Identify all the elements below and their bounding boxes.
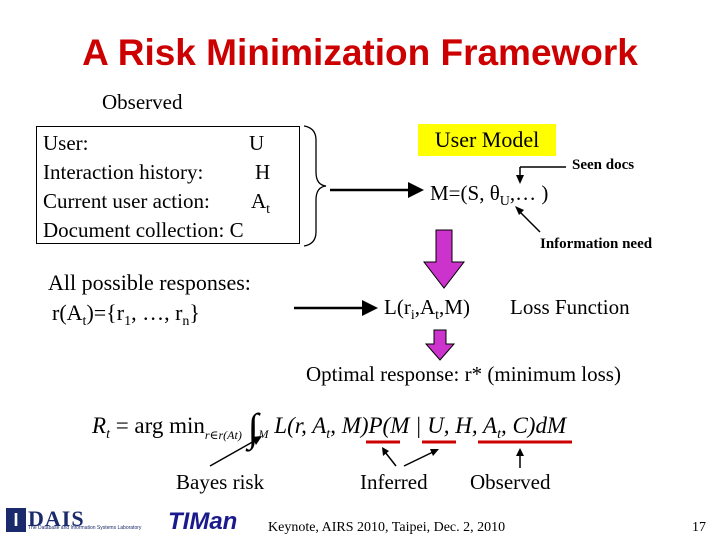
history-value: H <box>255 160 271 184</box>
information-need-label: Information need <box>540 236 653 252</box>
user-value: U <box>249 131 265 155</box>
responses-line1: All possible responses: <box>48 270 251 295</box>
dais-logo-i-icon: I <box>6 508 26 532</box>
risk-equation: Rt = arg minr∈r(At) ∫M L(r, At, M)P(M | … <box>92 405 567 450</box>
observed-box: User: U Interaction history: H Current u… <box>36 126 300 244</box>
user-model-formula: M=(S, θU,… ) <box>430 181 549 209</box>
inferred-label: Inferred <box>360 470 428 494</box>
eq-argmin: = arg min <box>115 413 205 438</box>
observed-label: Observed <box>102 90 183 114</box>
responses-line2: r(At)={r1, …, rn} <box>52 300 200 329</box>
action-sub: t <box>266 202 271 217</box>
seen-docs-label: Seen docs <box>572 157 635 173</box>
observed-bracket <box>303 125 327 247</box>
user-row: User: U <box>43 131 264 156</box>
history-label: Interaction history: <box>43 160 204 184</box>
dais-logo: I DAIS The Database and Information Syst… <box>6 506 156 536</box>
footer-citation: Keynote, AIRS 2010, Taipei, Dec. 2, 2010 <box>268 520 506 535</box>
observed-to-model-arrowhead <box>408 182 424 198</box>
inferred-arrow-1 <box>384 451 397 467</box>
user-model-label: User Model <box>418 124 556 156</box>
collection-label: Document collection: <box>43 218 225 242</box>
action-row: Current user action: At <box>43 189 270 217</box>
eq-body: L(r, At, M)P(M | U, H, At, C)dM <box>274 413 567 442</box>
page-number: 17 <box>692 520 706 535</box>
slide-title: A Risk Minimization Framework <box>82 32 638 73</box>
bayes-risk-label: Bayes risk <box>176 470 265 494</box>
loss-formula: L(ri,At,M) <box>384 295 470 323</box>
history-row: Interaction history: H <box>43 160 270 185</box>
collection-row: Document collection: C <box>43 218 244 243</box>
action-label: Current user action: <box>43 189 210 213</box>
information-need-arrow <box>519 211 541 233</box>
loss-function-label: Loss Function <box>510 295 630 319</box>
collection-value: C <box>229 218 244 242</box>
bayes-risk-arrow <box>209 439 257 467</box>
action-value: A <box>251 189 267 213</box>
model-to-loss-arrow <box>422 229 466 289</box>
optimal-response: Optimal response: r* (minimum loss) <box>306 362 621 386</box>
eq-integral: ∫ <box>247 405 259 450</box>
loss-to-optimal-arrow <box>424 329 456 361</box>
inferred-arrow-2 <box>403 451 434 467</box>
observed-annotation-label: Observed <box>470 470 551 494</box>
eq-lhs: R <box>92 413 107 438</box>
timan-logo: TIMan <box>168 508 238 535</box>
user-label: User: <box>43 131 89 155</box>
